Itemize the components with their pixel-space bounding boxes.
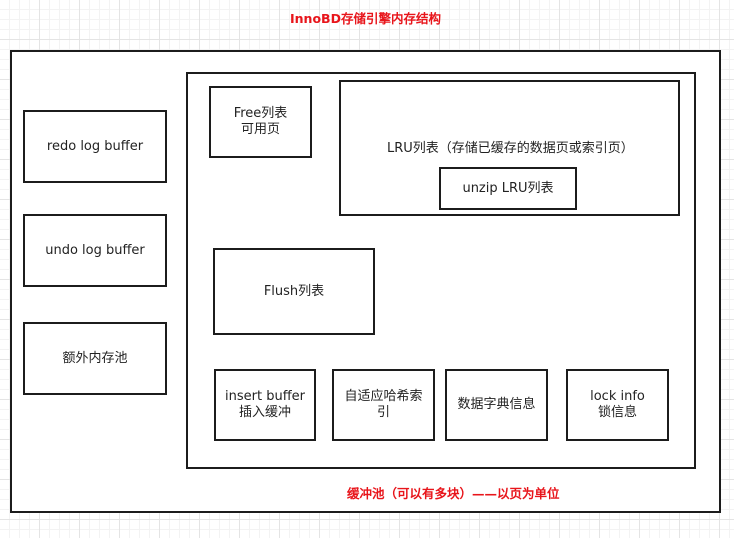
unzip-lru-list-label: unzip LRU列表 (462, 180, 554, 196)
flush-list-label: Flush列表 (263, 283, 325, 299)
insert-buffer-sublabel: 插入缓冲 (238, 405, 291, 420)
free-list-box: Free列表 可用页 (209, 86, 312, 158)
adaptive-hash-index-label-cont: 引 (376, 405, 390, 420)
lock-info-label: lock info (590, 389, 645, 404)
data-dictionary-box: 数据字典信息 (445, 369, 548, 441)
data-dictionary-label: 数据字典信息 (457, 397, 536, 412)
buffer-pool-caption: 缓冲池（可以有多块）——以页为单位 (347, 486, 560, 501)
extra-memory-pool-box: 额外内存池 (23, 322, 167, 395)
insert-buffer-box: insert buffer 插入缓冲 (214, 369, 316, 441)
redo-log-buffer-box: redo log buffer (23, 110, 167, 183)
free-list-label: Free列表 (233, 106, 288, 121)
adaptive-hash-index-label: 自适应哈希索 (344, 389, 423, 404)
flush-list-box: Flush列表 (213, 248, 375, 335)
redo-log-buffer-label: redo log buffer (46, 138, 144, 154)
lru-list-box (339, 80, 680, 216)
free-list-sublabel: 可用页 (240, 122, 280, 137)
adaptive-hash-index-box: 自适应哈希索 引 (332, 369, 435, 441)
lru-list-label: LRU列表（存储已缓存的数据页或索引页） (387, 141, 634, 156)
diagram-title: InnoBD存储引擎内存结构 (290, 11, 441, 26)
undo-log-buffer-box: undo log buffer (23, 214, 167, 287)
extra-memory-pool-label: 额外内存池 (62, 350, 128, 366)
insert-buffer-label: insert buffer (225, 389, 305, 404)
lock-info-sublabel: 锁信息 (597, 405, 637, 420)
unzip-lru-list-box: unzip LRU列表 (439, 167, 577, 210)
lock-info-box: lock info 锁信息 (566, 369, 669, 441)
undo-log-buffer-label: undo log buffer (45, 242, 145, 258)
